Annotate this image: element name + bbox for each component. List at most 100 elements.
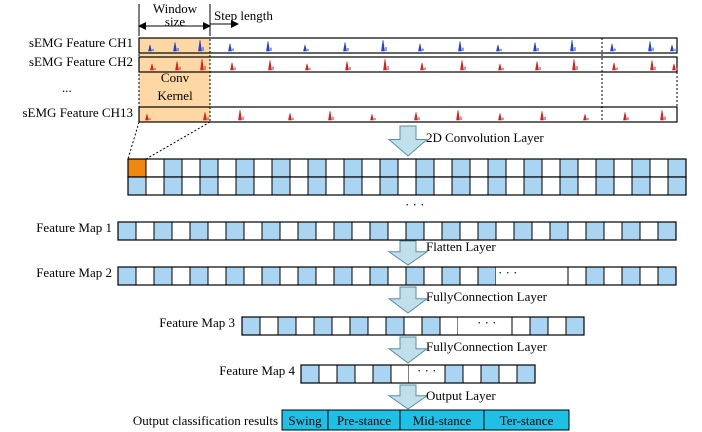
window-size-label-2: size — [165, 14, 185, 29]
channel-label-ellipsis: ... — [62, 80, 72, 95]
feature-cell — [297, 221, 317, 241]
feature-cell — [379, 176, 399, 196]
feature-cell — [271, 158, 291, 178]
feature-cell — [405, 266, 425, 286]
feature-cell — [153, 266, 173, 286]
feature-cell — [433, 176, 453, 196]
fm2-ellipsis: · · · — [498, 265, 518, 280]
feature-cell — [207, 266, 227, 286]
feature-cell — [387, 221, 407, 241]
fm3-ellipsis: · · · — [477, 315, 497, 330]
channel-strip-ch1 — [138, 37, 678, 54]
feature-cell — [487, 158, 507, 178]
feature-cell — [390, 364, 410, 384]
feature-cell — [511, 316, 531, 336]
feature-cell — [361, 158, 381, 178]
feature-cell — [181, 176, 201, 196]
feature-cell — [217, 176, 237, 196]
feature-cell — [343, 158, 363, 178]
feature-cell — [415, 176, 435, 196]
feature-cell — [631, 176, 651, 196]
feature-cell — [498, 364, 518, 384]
feature-map-3-row — [241, 316, 585, 336]
feature-cell — [657, 266, 677, 286]
feature-cell — [516, 364, 536, 384]
feature-cell — [145, 176, 165, 196]
conv-kernel-window — [138, 37, 211, 123]
feature-cell — [181, 158, 201, 178]
feature-cell — [313, 316, 333, 336]
feature-cell — [480, 364, 500, 384]
feature-cell — [657, 221, 677, 241]
ellipsis-gap — [494, 317, 512, 335]
feature-cell — [513, 221, 533, 241]
output-class-label: Mid-stance — [413, 413, 472, 428]
feature-cell — [469, 176, 489, 196]
feature-cell — [621, 266, 641, 286]
output-class-box — [483, 409, 570, 431]
feature-cell — [529, 316, 549, 336]
feature-cell — [549, 221, 569, 241]
feature-cell — [343, 176, 363, 196]
feature-map-3-label: Feature Map 3 — [159, 315, 235, 330]
feature-cell — [189, 221, 209, 241]
window-size-label-1: Window — [153, 1, 198, 16]
feature-cell — [469, 158, 489, 178]
projection-line-left — [127, 121, 140, 160]
window-size-annotation: Window size — [138, 1, 211, 36]
feature-map-2-label: Feature Map 2 — [36, 265, 112, 280]
conv-kernel-label-2: Kernel — [157, 88, 193, 103]
feature-cell — [595, 176, 615, 196]
output-class-label: Ter-stance — [500, 413, 554, 428]
layer-label-output: Output Layer — [426, 388, 496, 403]
feature-cell — [171, 221, 191, 241]
feature-cell — [505, 158, 525, 178]
feature-cell — [613, 176, 633, 196]
feature-cell — [369, 221, 389, 241]
feature-cell — [153, 221, 173, 241]
feature-cell — [361, 176, 381, 196]
feature-cell — [423, 221, 443, 241]
feature-cell — [459, 221, 479, 241]
feature-cell — [505, 176, 525, 196]
feature-cell — [277, 316, 297, 336]
feature-cell — [163, 176, 183, 196]
feature-cell — [451, 176, 471, 196]
feature-cell — [271, 176, 291, 196]
feature-cell — [667, 158, 687, 178]
layer-arrows — [387, 125, 429, 410]
feature-cell — [567, 221, 587, 241]
feature-cell — [253, 158, 273, 178]
ch13-signal — [145, 109, 666, 121]
arrow-output — [387, 384, 429, 410]
feature-cell — [567, 266, 587, 286]
projection-line-right — [145, 121, 211, 160]
feature-cell — [603, 221, 623, 241]
feature-cell — [243, 221, 263, 241]
ch1-signal — [148, 39, 676, 52]
feature-cell — [631, 158, 651, 178]
feature-cell — [318, 364, 338, 384]
feature-cell — [331, 316, 351, 336]
feature-cell — [336, 364, 356, 384]
feature-cell — [325, 158, 345, 178]
feature-cell — [351, 266, 371, 286]
feature-cell — [595, 158, 615, 178]
feature-cell — [261, 266, 281, 286]
feature-cell — [369, 266, 389, 286]
feature-cell — [639, 266, 659, 286]
arrow-fc2 — [387, 336, 429, 364]
feature-map-1-row — [117, 221, 677, 241]
feature-cell — [171, 266, 191, 286]
feature-cell — [307, 158, 327, 178]
channel-strip-ch2 — [138, 56, 678, 73]
layer-label-fc2: FullyConnection Layer — [426, 339, 548, 354]
feature-cell — [243, 266, 263, 286]
feature-cell — [163, 158, 183, 178]
feature-cell — [441, 266, 461, 286]
feature-cell — [423, 266, 443, 286]
feature-cell — [225, 221, 245, 241]
layer-label-conv: 2D Convolution Layer — [426, 130, 544, 145]
feature-cell — [444, 364, 464, 384]
